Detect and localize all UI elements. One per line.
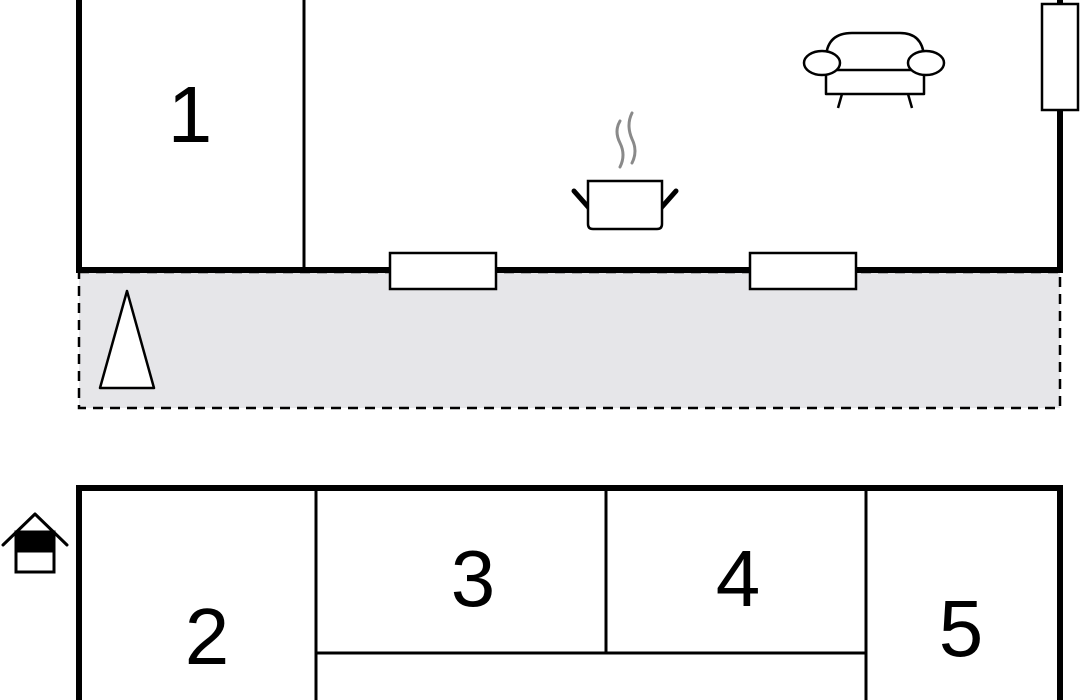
window-left: [388, 251, 498, 291]
cooking-pot-icon: [571, 111, 679, 231]
room-1-label: 1: [168, 70, 213, 159]
terrace-area: [77, 270, 1062, 410]
room-2-label: 2: [185, 592, 230, 681]
window-right: [748, 251, 858, 291]
parasol-icon: [98, 289, 156, 390]
upper-unit: 1: [76, 0, 1080, 410]
house-entrance-icon: [1, 512, 69, 574]
room-5-label: 5: [939, 584, 984, 673]
lower-unit: 2 3 4 5: [1, 485, 1063, 700]
upper-unit-walls: [76, 0, 1063, 273]
room-4-label: 4: [716, 534, 761, 623]
sofa-icon: [802, 31, 946, 109]
window-side: [1040, 2, 1080, 112]
lower-unit-walls: [76, 485, 1063, 700]
room-3-label: 3: [451, 534, 496, 623]
